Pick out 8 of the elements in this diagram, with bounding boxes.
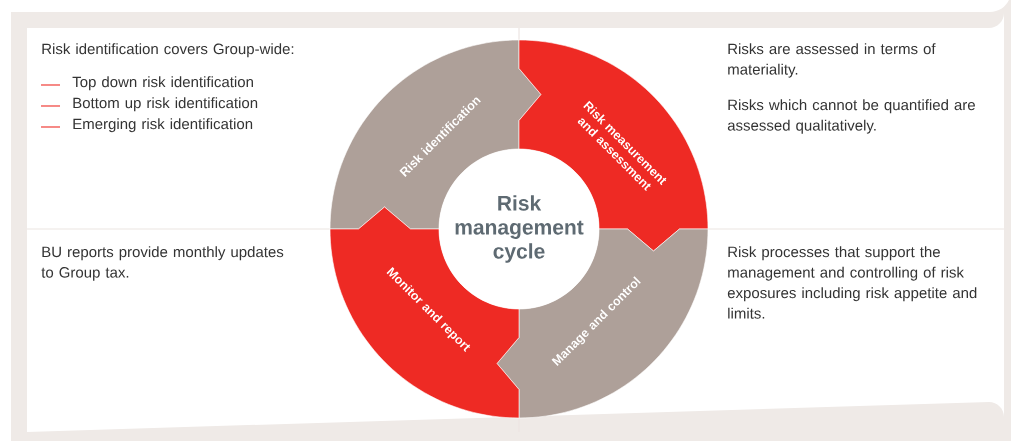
body-text: BU reports provide monthly updates to Group tax. [41,246,284,281]
body-text: Bottom up risk identification [73,97,258,112]
body-text: Top down risk identification [72,76,253,91]
body-text: Risk identification covers Group-wide: [42,43,294,58]
body-text: Risks are assessed in terms of materiality. [728,43,936,78]
body-text: Risks which cannot be quantified are assessed qualitatively. [727,99,975,134]
body-text: Emerging risk identification [73,118,253,133]
body-text: Risk processes that support the management and controlling of risk exposures including risk appetite and limits. [727,246,977,319]
